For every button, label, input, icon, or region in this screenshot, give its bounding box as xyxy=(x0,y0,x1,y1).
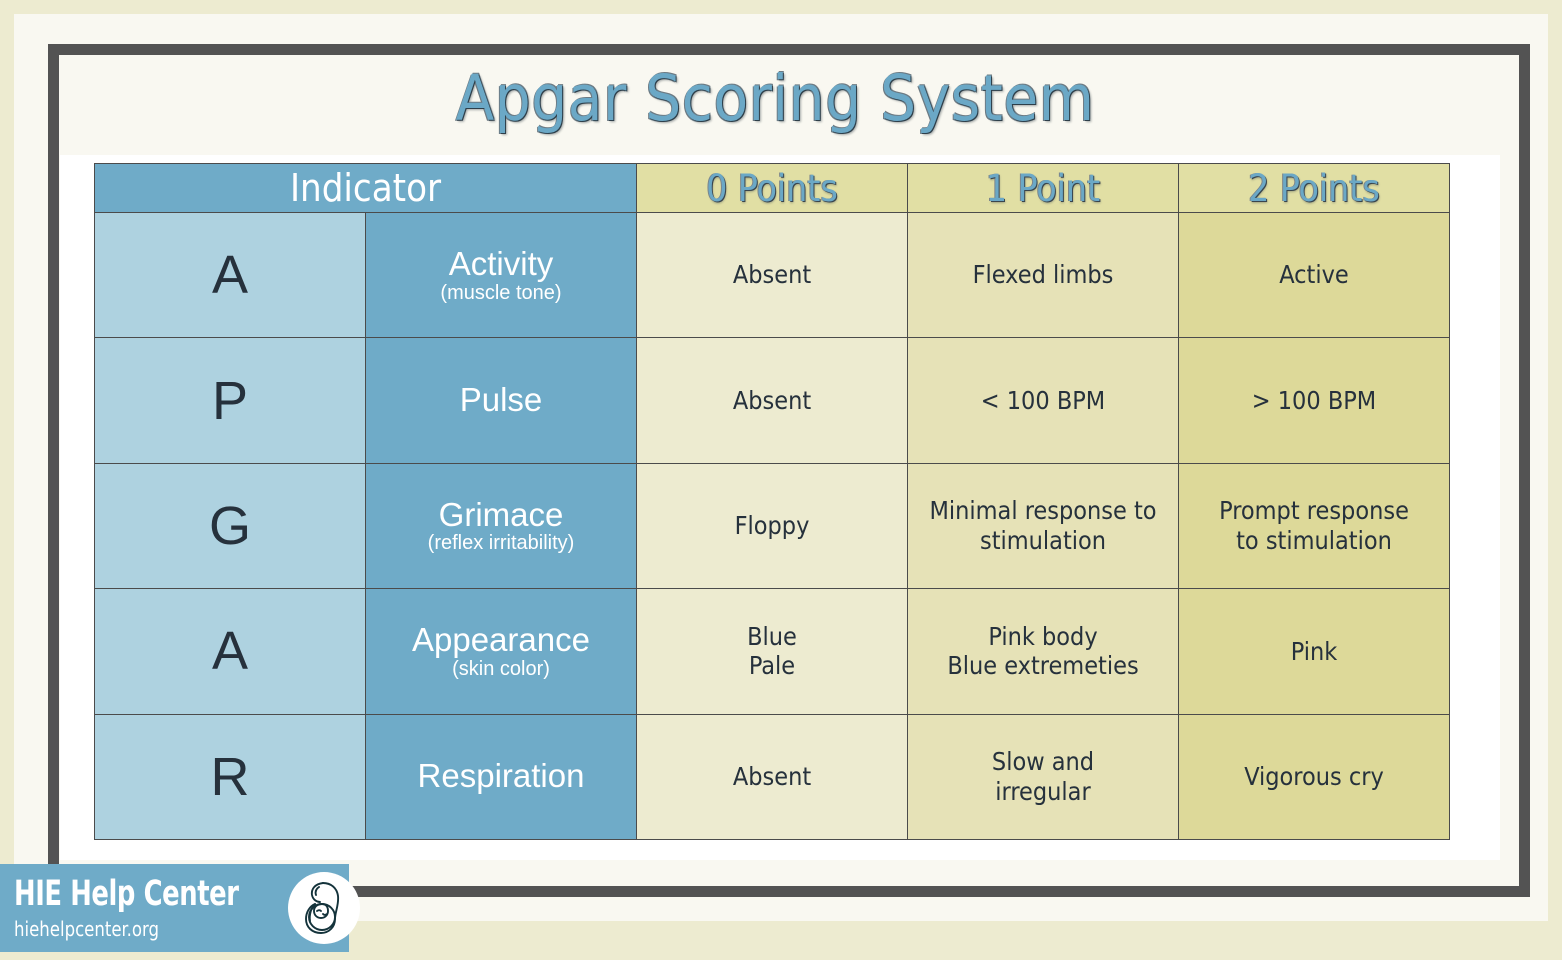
logo-title: HIE Help Center xyxy=(14,874,239,914)
row-indicator-respiration: Respiration xyxy=(365,713,637,841)
cell-respiration-2: Vigorous cry xyxy=(1178,713,1450,841)
row-letter-p-pulse: P xyxy=(94,337,366,464)
table-row: R Respiration Absent Slow and irregular … xyxy=(94,713,1450,841)
table-row: A Activity (muscle tone) Absent Flexed l… xyxy=(94,211,1450,339)
table-header-row: Indicator 0 Points 1 Point 2 Points xyxy=(94,163,1450,213)
table-row: A Appearance (skin color) Blue Pale Pink… xyxy=(94,588,1450,715)
row-indicator-appearance: Appearance (skin color) xyxy=(365,588,637,715)
indicator-name: Respiration xyxy=(417,757,585,795)
cell-activity-1: Flexed limbs xyxy=(907,211,1179,339)
row-indicator-pulse: Pulse xyxy=(365,337,637,464)
indicator-name: Grimace xyxy=(438,495,564,533)
mother-and-baby-icon xyxy=(287,872,360,944)
row-indicator-activity: Activity (muscle tone) xyxy=(365,211,637,339)
cell-pulse-1: < 100 BPM xyxy=(907,337,1179,464)
row-indicator-grimace: Grimace (reflex irritability) xyxy=(365,462,637,590)
header-1-point: 1 Point xyxy=(907,163,1179,213)
row-letter-r-respiration: R xyxy=(94,713,366,841)
cell-grimace-0: Floppy xyxy=(636,462,908,590)
logo-text-block: HIE Help Center hiehelpcenter.org xyxy=(0,874,288,941)
row-letter-a-activity: A xyxy=(94,211,366,339)
logo-url: hiehelpcenter.org xyxy=(14,917,160,941)
cell-grimace-1: Minimal response to stimulation xyxy=(907,462,1179,590)
header-indicator: Indicator xyxy=(94,163,637,213)
row-letter-a-appearance: A xyxy=(94,588,366,715)
apgar-scoring-table: Indicator 0 Points 1 Point 2 Points A Ac… xyxy=(94,163,1450,841)
hie-help-center-logo[interactable]: HIE Help Center hiehelpcenter.org xyxy=(0,864,360,952)
indicator-name: Appearance xyxy=(412,621,590,659)
indicator-name: Pulse xyxy=(459,381,543,419)
table-row: P Pulse Absent < 100 BPM > 100 BPM xyxy=(94,337,1450,464)
cell-pulse-2: > 100 BPM xyxy=(1178,337,1450,464)
cell-appearance-1: Pink body Blue extremeties xyxy=(907,588,1179,715)
cell-respiration-1: Slow and irregular xyxy=(907,713,1179,841)
cell-appearance-0: Blue Pale xyxy=(636,588,908,715)
indicator-subtitle: (skin color) xyxy=(452,657,550,680)
indicator-subtitle: (reflex irritability) xyxy=(427,532,575,555)
cell-appearance-2: Pink xyxy=(1178,588,1450,715)
cell-grimace-2: Prompt response to stimulation xyxy=(1178,462,1450,590)
cell-activity-2: Active xyxy=(1178,211,1450,339)
cell-activity-0: Absent xyxy=(636,211,908,339)
cell-respiration-0: Absent xyxy=(636,713,908,841)
indicator-subtitle: (muscle tone) xyxy=(440,281,562,304)
header-2-points: 2 Points xyxy=(1178,163,1450,213)
header-0-points: 0 Points xyxy=(636,163,908,213)
table-row: G Grimace (reflex irritability) Floppy M… xyxy=(94,462,1450,590)
page-title: Apgar Scoring System xyxy=(455,62,1095,135)
row-letter-g-grimace: G xyxy=(94,462,366,590)
cell-pulse-0: Absent xyxy=(636,337,908,464)
indicator-name: Activity xyxy=(448,244,554,282)
